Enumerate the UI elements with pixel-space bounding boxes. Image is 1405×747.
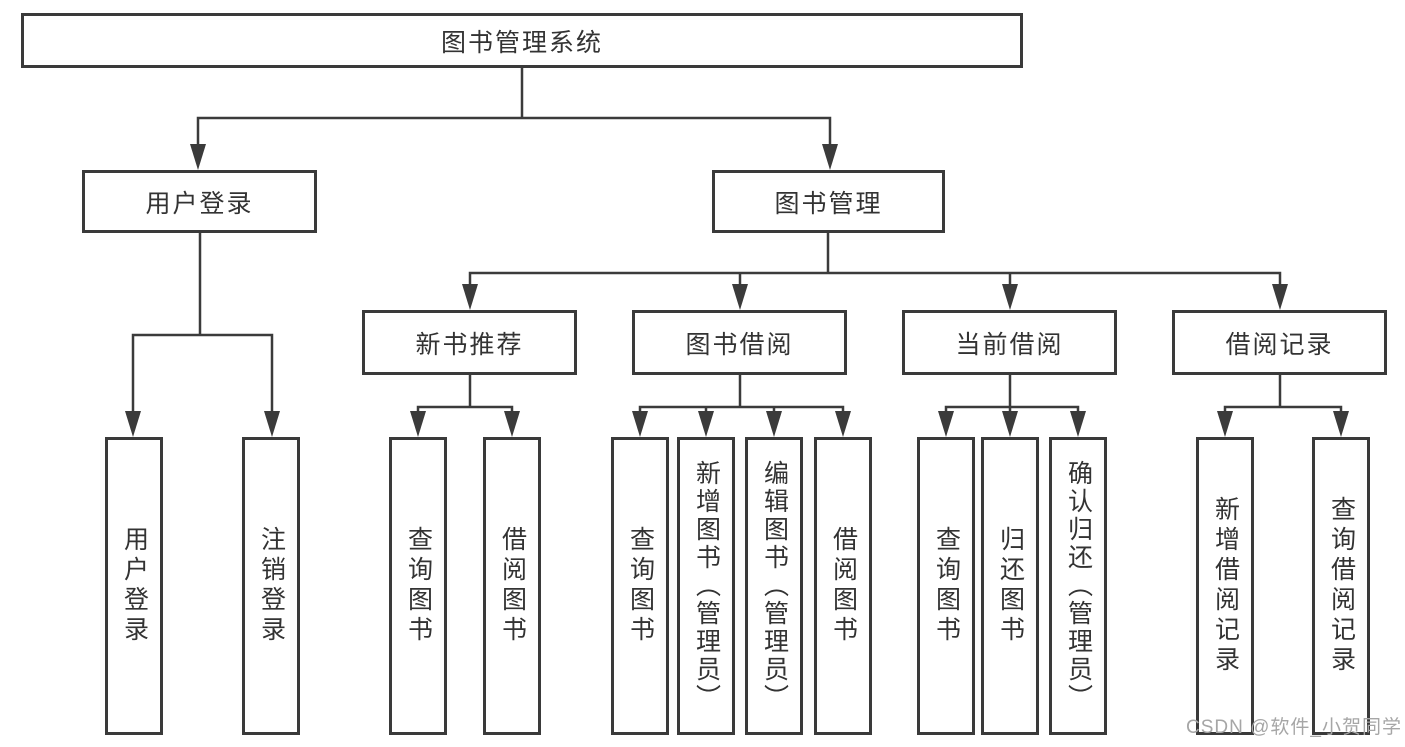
leaf-label: 确认归还（管理员）	[1064, 460, 1093, 712]
leaf-label: 注销登录	[257, 526, 286, 646]
edges-new-book-recommend-children	[410, 375, 520, 437]
leaf-query-books-recommend: 查询图书	[389, 437, 447, 735]
leaf-query-books-current: 查询图书	[917, 437, 975, 735]
node-user-login: 用户登录	[82, 170, 317, 233]
node-book-borrowing: 图书借阅	[632, 310, 847, 375]
edges-book-management-children	[462, 233, 1288, 310]
node-borrowing-records: 借阅记录	[1172, 310, 1387, 375]
leaf-query-books-borrowing: 查询图书	[611, 437, 669, 735]
leaf-label: 新增图书（管理员）	[692, 460, 721, 712]
edges-root-to-level2	[190, 68, 838, 170]
leaf-user-login: 用户登录	[105, 437, 163, 735]
leaf-label: 新增借阅记录	[1211, 496, 1240, 676]
node-root-label: 图书管理系统	[440, 28, 603, 57]
leaf-label: 查询图书	[404, 526, 433, 646]
leaf-add-borrow-record: 新增借阅记录	[1196, 437, 1254, 735]
node-current-borrowing: 当前借阅	[902, 310, 1117, 375]
leaf-borrow-books: 借阅图书	[814, 437, 872, 735]
leaf-label: 借阅图书	[829, 526, 858, 646]
leaf-label: 查询图书	[626, 526, 655, 646]
leaf-label: 用户登录	[120, 526, 149, 646]
node-borrowing-records-label: 借阅记录	[1225, 330, 1334, 359]
node-book-borrowing-label: 图书借阅	[685, 330, 794, 359]
leaf-add-books-admin: 新增图书（管理员）	[677, 437, 735, 735]
node-new-book-recommend-label: 新书推荐	[415, 330, 524, 359]
leaf-label: 借阅图书	[498, 526, 527, 646]
leaf-confirm-return-admin: 确认归还（管理员）	[1049, 437, 1107, 735]
leaf-query-borrow-record: 查询借阅记录	[1312, 437, 1370, 735]
node-user-login-label: 用户登录	[145, 189, 254, 218]
node-current-borrowing-label: 当前借阅	[955, 330, 1064, 359]
node-root: 图书管理系统	[21, 13, 1023, 68]
leaf-logout: 注销登录	[242, 437, 300, 735]
node-new-book-recommend: 新书推荐	[362, 310, 577, 375]
edges-borrowing-records-children	[1217, 375, 1349, 437]
leaf-label: 归还图书	[996, 526, 1025, 646]
leaf-label: 查询借阅记录	[1327, 496, 1356, 676]
csdn-watermark: CSDN @软件_小贺同学	[1186, 717, 1402, 738]
leaf-label: 编辑图书（管理员）	[760, 460, 789, 712]
node-book-management: 图书管理	[712, 170, 945, 233]
edges-book-borrowing-children	[632, 375, 851, 437]
leaf-label: 查询图书	[932, 526, 961, 646]
edges-current-borrowing-children	[938, 375, 1086, 437]
node-book-management-label: 图书管理	[774, 189, 883, 218]
leaf-return-books: 归还图书	[981, 437, 1039, 735]
edges-user-login-children	[125, 233, 280, 437]
leaf-borrow-books-recommend: 借阅图书	[483, 437, 541, 735]
leaf-edit-books-admin: 编辑图书（管理员）	[745, 437, 803, 735]
